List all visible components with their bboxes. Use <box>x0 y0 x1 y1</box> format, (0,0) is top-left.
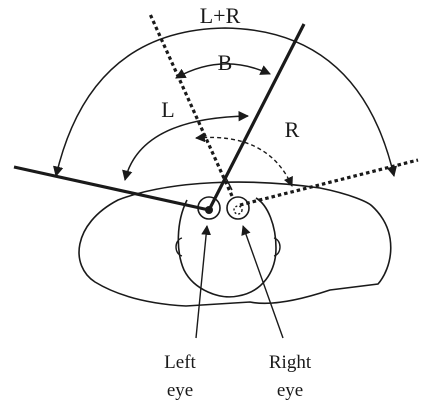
arc-left-field <box>122 110 250 182</box>
right-eye <box>226 196 250 220</box>
label-right-eye-line2: eye <box>277 380 303 401</box>
label-right-field: R <box>285 117 300 142</box>
body-outline <box>78 181 392 307</box>
label-left-eye-line2: eye <box>167 380 193 401</box>
left-ear <box>175 237 183 257</box>
arc-binocular <box>175 63 271 79</box>
head-outline <box>177 197 277 298</box>
right-ear <box>273 237 281 257</box>
right-eye-pointer <box>241 225 284 339</box>
right-eye-temporal-boundary <box>239 158 419 207</box>
right-pupil <box>233 205 243 215</box>
label-binocular: B <box>218 50 233 75</box>
left-eye-temporal-boundary <box>13 165 210 212</box>
arc-total-field <box>53 27 397 178</box>
label-left-eye-line1: Left <box>164 352 196 373</box>
arc-right-field <box>195 132 293 187</box>
left-eye-pointer <box>195 225 212 339</box>
label-total-field: L+R <box>200 3 241 28</box>
label-left-field: L <box>161 97 174 122</box>
label-right-eye-line1: Right <box>269 352 312 373</box>
